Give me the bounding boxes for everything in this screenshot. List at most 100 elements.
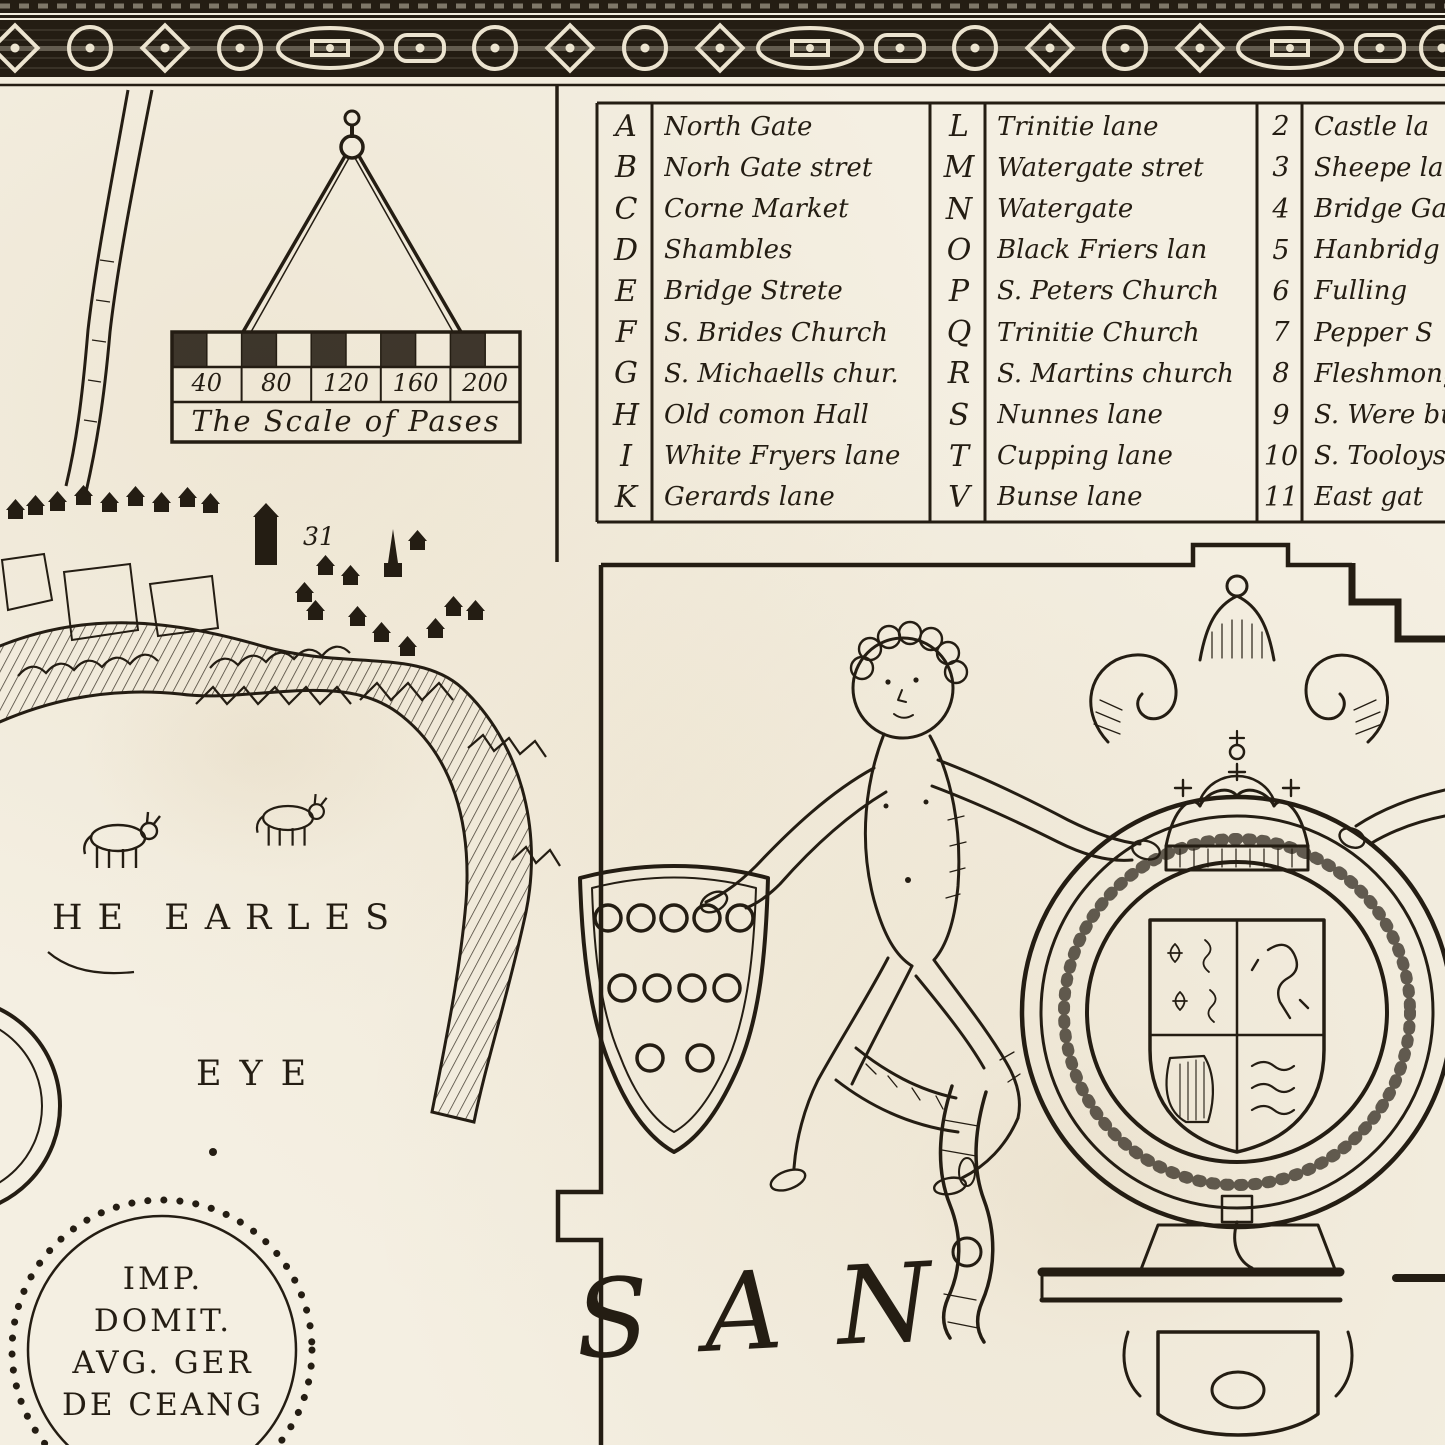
putto-figure xyxy=(699,620,1161,1196)
river xyxy=(0,621,533,1124)
street-key-letter: L xyxy=(949,109,969,145)
street-key-name: Old comon Hall xyxy=(664,400,869,431)
street-key-row: G S. Michaells chur. xyxy=(600,353,927,394)
cattle-figures xyxy=(83,792,328,870)
cartouche xyxy=(578,574,1445,1437)
street-key-letter: S xyxy=(948,397,970,433)
street-key-name: Gerards lane xyxy=(664,482,835,513)
street-key-number: 10 xyxy=(1263,440,1299,472)
coin-inscription-line: AVG. GER xyxy=(72,1345,254,1381)
street-key-name: Castle la xyxy=(1314,111,1429,142)
street-key-row: 2 Castle la xyxy=(1260,106,1445,147)
street-key-row: D Shambles xyxy=(600,230,927,271)
strapwork-crest xyxy=(1089,574,1390,744)
quartered-royal-shield xyxy=(1148,918,1326,1154)
street-key-letter: G xyxy=(614,356,638,392)
coin-inscription: IMP. DOMIT. AVG. GER DE CEANG xyxy=(14,1258,312,1426)
riverbank-hills xyxy=(195,681,561,867)
street-key-letter: P xyxy=(948,273,970,309)
street-key-name: Bridge Ga xyxy=(1314,194,1445,224)
street-key-number: 3 xyxy=(1272,152,1290,184)
street-key-name: East gat xyxy=(1314,482,1424,513)
street-key-letter: E xyxy=(615,273,637,309)
plot-number-label: 31 xyxy=(303,522,335,551)
supporter-hand xyxy=(1338,788,1445,849)
street-key-row: R S. Martins church xyxy=(933,353,1257,394)
street-key-name: S. Peters Church xyxy=(997,276,1220,307)
earles-eye-label: HE EARLES xyxy=(52,898,405,938)
street-key-name: Bridge Strete xyxy=(664,276,843,307)
street-key-name: S. Martins church xyxy=(997,358,1234,389)
street-key-number: 2 xyxy=(1272,111,1290,143)
coin-inscription-line: IMP. xyxy=(122,1261,204,1297)
inset-panel-border xyxy=(555,542,1445,1445)
street-key-name: S. Michaells chur. xyxy=(664,358,899,389)
street-key-row: 11 East gat xyxy=(1260,477,1445,518)
street-key-number: 11 xyxy=(1263,481,1299,513)
field-plots xyxy=(0,552,220,642)
roman-coin-medallion xyxy=(8,1196,316,1445)
street-key-letter: I xyxy=(620,438,632,474)
eye-label: EYE xyxy=(196,1054,325,1094)
street-key-row: 6 Fulling xyxy=(1260,271,1445,312)
street-key-letter: F xyxy=(615,315,637,351)
street-key-letter: O xyxy=(946,232,972,268)
street-key-letter: K xyxy=(614,479,638,515)
scale-tick: 200 xyxy=(462,369,509,397)
scale-tick: 120 xyxy=(323,369,369,397)
royal-arms-garter xyxy=(1019,794,1445,1270)
scale-tick: 80 xyxy=(261,369,292,397)
street-key-letter: A xyxy=(615,109,637,145)
street-key-letter: Q xyxy=(946,315,972,351)
street-key-letter: C xyxy=(614,191,638,227)
coin-inscription-line: DOMIT. xyxy=(93,1303,233,1339)
street-key-number: 9 xyxy=(1272,399,1290,431)
coin-inscription-line: DE CEANG xyxy=(62,1387,264,1423)
street-key-name: Shambles xyxy=(664,235,793,266)
street-key-row: 10 S. Tooloys xyxy=(1260,436,1445,477)
street-key-letter: M xyxy=(943,150,975,186)
left-edge-medallion xyxy=(0,1007,62,1205)
crown xyxy=(1164,729,1310,872)
street-key-row: E Bridge Strete xyxy=(600,271,927,312)
dividers-compass-icon xyxy=(241,109,463,333)
street-key-name: Fleshmonger xyxy=(1314,358,1445,389)
san-letters-label: SAN xyxy=(572,1237,990,1384)
street-key-name: S. Tooloys xyxy=(1314,441,1445,472)
street-key-number: 6 xyxy=(1272,275,1290,307)
street-key-letter: D xyxy=(613,232,639,268)
street-key-name: Sheepe la xyxy=(1314,152,1444,183)
street-key-row: 7 Pepper S xyxy=(1260,312,1445,353)
putto-seat-scroll xyxy=(834,1046,960,1134)
street-key-name: Nunnes lane xyxy=(997,400,1163,431)
scale-bar xyxy=(170,330,522,444)
street-key-name: Fulling xyxy=(1314,276,1408,307)
street-key-number: 7 xyxy=(1272,317,1290,349)
street-key-letter: V xyxy=(948,479,970,515)
street-key-name: Hanbridg xyxy=(1314,235,1440,266)
street-key-letter: R xyxy=(947,356,971,392)
flourish-swash xyxy=(47,951,217,1156)
street-key-name: S. Were bu xyxy=(1314,400,1445,431)
roundel-shield xyxy=(578,864,770,1154)
street-key-name: Watergate xyxy=(997,194,1134,224)
street-key-name: Pepper S xyxy=(1314,317,1433,348)
street-key-number: 4 xyxy=(1272,193,1290,225)
pedestal-scrollwork xyxy=(938,1084,1445,1437)
